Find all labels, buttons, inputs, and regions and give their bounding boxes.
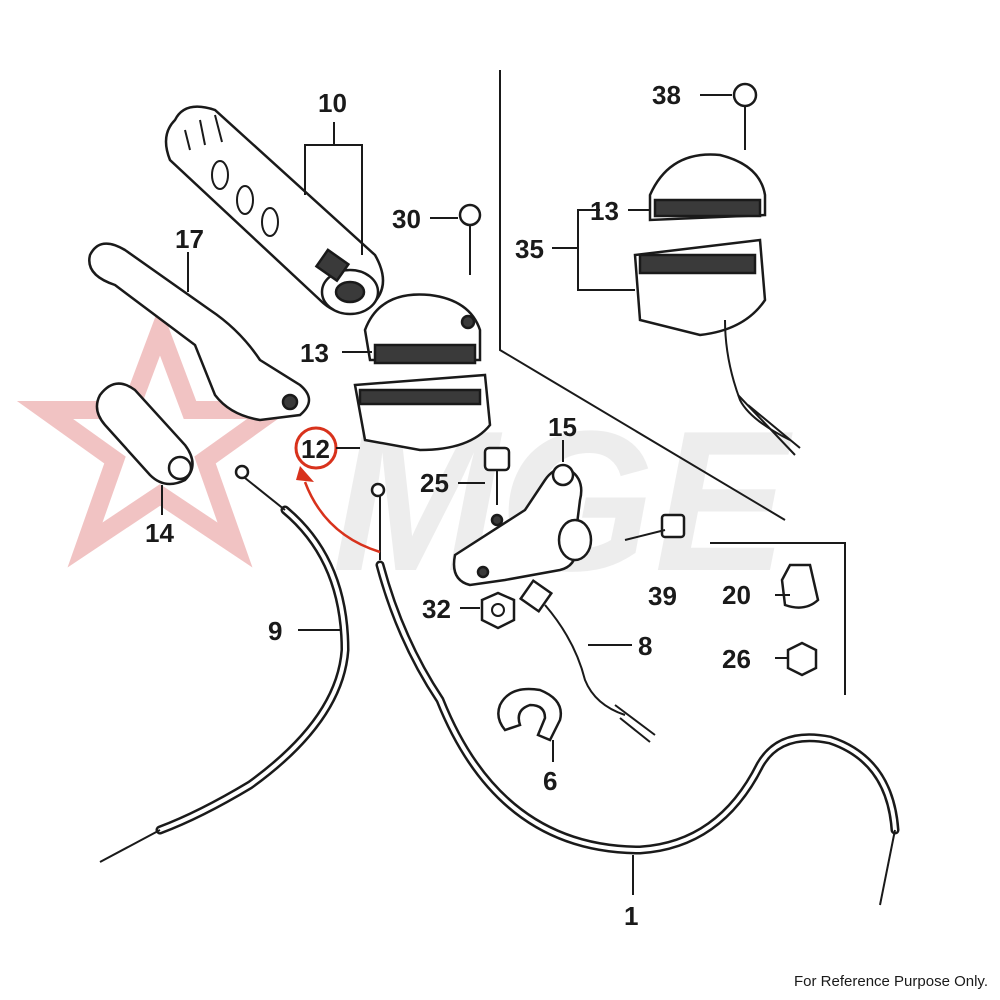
nut-32: [480, 591, 516, 630]
throttle-grip: [164, 105, 385, 316]
screw-39: [624, 513, 686, 541]
switch-8: [518, 578, 656, 743]
callout-10: 10: [318, 88, 347, 118]
footer-note: For Reference Purpose Only.: [794, 973, 988, 990]
cable-9: [99, 464, 350, 863]
switch-assembly-right: [633, 82, 801, 456]
highlight-arrowhead: [296, 466, 314, 482]
bracket-15: [452, 463, 593, 587]
callout-13-left: 13: [300, 338, 329, 368]
cap-20: [780, 563, 820, 609]
leader-lines: [161, 94, 846, 895]
screw-30: [458, 203, 482, 275]
cable-1: [370, 482, 900, 906]
callout-30: 30: [392, 204, 421, 234]
callout-32: 32: [422, 594, 451, 624]
callout-9: 9: [268, 616, 282, 646]
callout-6: 6: [543, 766, 557, 796]
lever-pivot: [95, 382, 194, 486]
callout-17: 17: [175, 224, 204, 254]
callout-13-right: 13: [590, 196, 619, 226]
bolt-25: [483, 446, 511, 505]
callout-15: 15: [548, 412, 577, 442]
callout-38: 38: [652, 80, 681, 110]
section-divider: [499, 70, 786, 521]
callout-8: 8: [638, 631, 652, 661]
switch-housing-left: [353, 293, 492, 452]
callout-14: 14: [145, 518, 174, 548]
clip-6: [497, 687, 563, 742]
callout-25: 25: [420, 468, 449, 498]
highlight-arrow: [303, 481, 381, 554]
clutch-lever: [88, 242, 311, 422]
nut-26: [786, 641, 818, 677]
callout-20: 20: [722, 580, 751, 610]
callout-1: 1: [624, 901, 638, 931]
callout-26: 26: [722, 644, 751, 674]
callout-39: 39: [648, 581, 677, 611]
callout-35: 35: [515, 234, 544, 264]
callout-12-highlighted: 12: [301, 434, 330, 464]
